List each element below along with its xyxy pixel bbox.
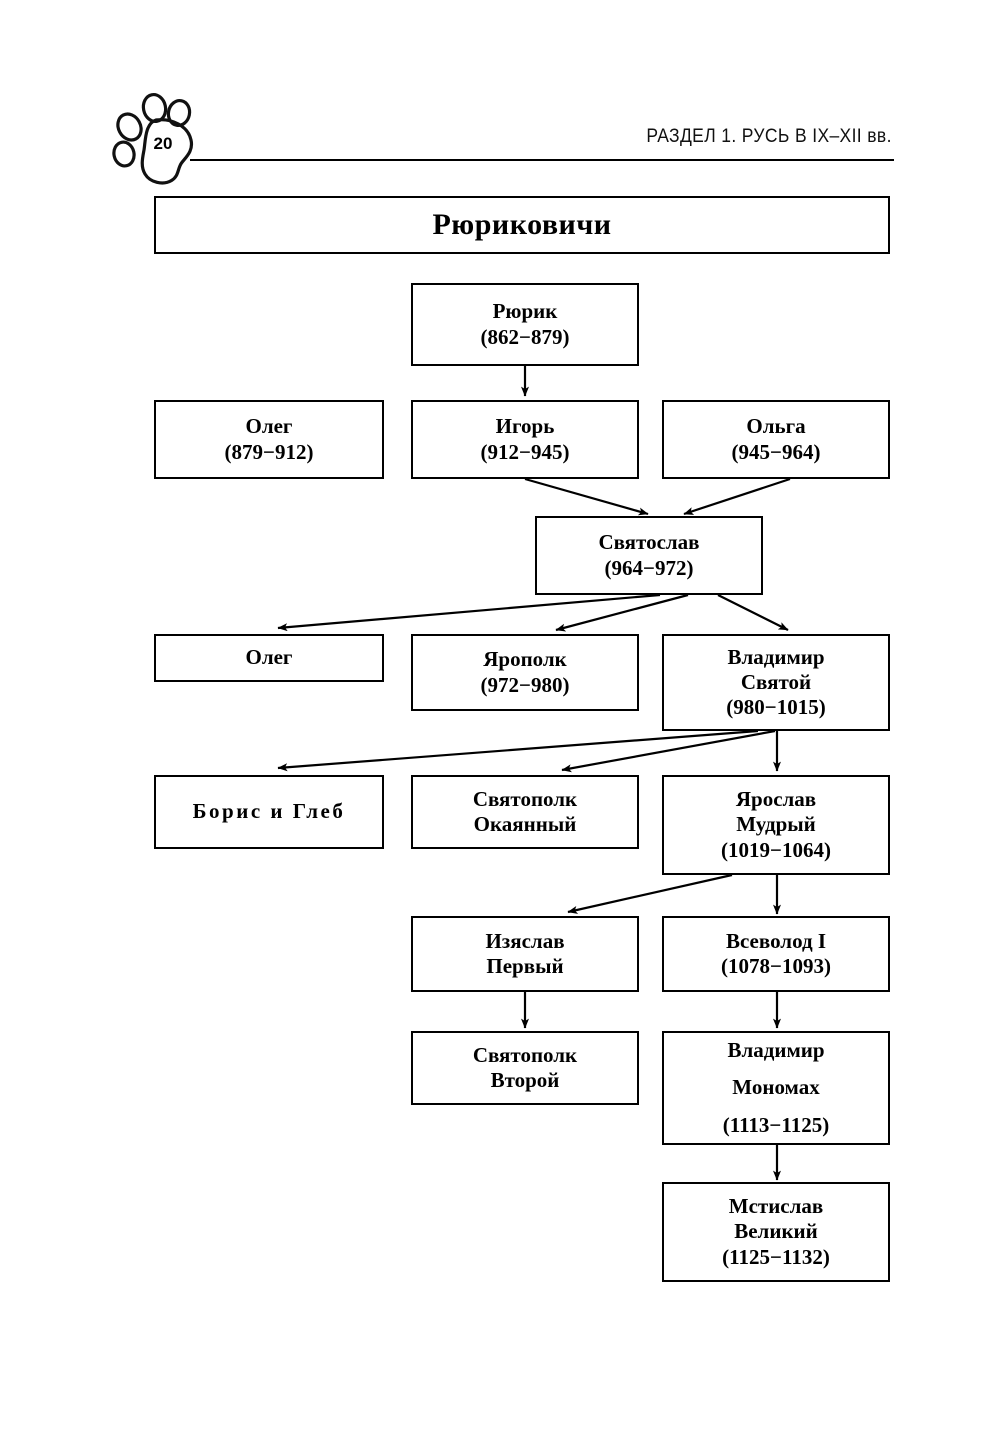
node-line: (945−964) (731, 439, 821, 464)
edge-svyatoslav-yaropolk (555, 593, 689, 632)
node-line: (912−945) (480, 439, 570, 464)
paw-print-icon (112, 92, 194, 185)
node-line: Святослав (598, 530, 700, 555)
node-oleg-879-912[interactable]: Олег (879−912) (154, 400, 384, 479)
edge-svyatoslav-oleg (277, 593, 661, 632)
node-izyaslav-pervy[interactable]: Изяслав Первый (411, 916, 639, 992)
node-line: Первый (486, 954, 564, 978)
node-rurik[interactable]: Рюрик (862−879) (411, 283, 639, 366)
node-line: Рюрик (492, 299, 558, 324)
node-line: Ольга (746, 414, 806, 439)
header-divider (190, 159, 894, 161)
node-yaroslav-mudry[interactable]: Ярослав Мудрый (1019−1064) (662, 775, 890, 875)
section-title: РАЗДЕЛ 1. РУСЬ В IX–XII вв. (646, 126, 892, 147)
node-line: Святополк (472, 1042, 578, 1067)
node-line: (964−972) (604, 555, 694, 580)
node-line: (1125−1132) (722, 1244, 830, 1269)
node-line: Всеволод I (725, 928, 827, 953)
node-yaropolk[interactable]: Ярополк (972−980) (411, 634, 639, 711)
page-header: 20 РАЗДЕЛ 1. РУСЬ В IX–XII вв. (0, 0, 1000, 190)
node-line: Игорь (495, 414, 555, 439)
node-line: Ярополк (483, 647, 567, 672)
node-vladimir-svyatoy[interactable]: Владимир Святой (980−1015) (662, 634, 890, 731)
node-line: Мстислав (728, 1194, 824, 1219)
node-line: Великий (734, 1219, 818, 1244)
node-line: Святой (740, 669, 812, 694)
node-line: (862−879) (480, 324, 570, 349)
node-line: Мономах (732, 1075, 820, 1100)
node-line: (980−1015) (726, 695, 826, 720)
edge-yaroslav-izyaslav (567, 873, 733, 914)
node-line: (1019−1064) (721, 837, 831, 862)
node-vladimir-monomah[interactable]: Владимир Мономах (1113−1125) (662, 1031, 890, 1145)
node-line: Окаянный (473, 812, 577, 836)
node-mstislav-veliky[interactable]: Мстислав Великий (1125−1132) (662, 1182, 890, 1282)
edge-igor-svyatoslav (524, 477, 649, 516)
node-line: Святополк (472, 786, 578, 811)
edge-vladimir-svyatopolk1 (561, 729, 776, 773)
diagram-title-box: Рюриковичи (154, 196, 890, 254)
diagram-title: Рюриковичи (432, 208, 612, 241)
node-line: Олег (245, 414, 293, 439)
node-igor[interactable]: Игорь (912−945) (411, 400, 639, 479)
node-line: Борис и Глеб (192, 799, 346, 824)
node-svyatoslav[interactable]: Святослав (964−972) (535, 516, 763, 595)
node-line: (1113−1125) (722, 1112, 830, 1137)
edge-svyatoslav-vladimir (717, 594, 789, 631)
node-oleg[interactable]: Олег (154, 634, 384, 682)
node-svyatopolk-okayanny[interactable]: Святополк Окаянный (411, 775, 639, 849)
node-svyatopolk-vtoroy[interactable]: Святополк Второй (411, 1031, 639, 1105)
node-boris-i-gleb[interactable]: Борис и Глеб (154, 775, 384, 849)
edge-vladimir-borisgleb (277, 729, 759, 772)
node-line: Второй (490, 1068, 560, 1092)
node-line: (972−980) (480, 672, 570, 697)
node-line: Владимир (727, 1038, 825, 1063)
node-line: Ярослав (735, 787, 817, 812)
node-line: Изяслав (485, 928, 565, 953)
node-line: (1078−1093) (721, 954, 831, 978)
node-line: Мудрый (736, 812, 816, 837)
node-vsevolod-1[interactable]: Всеволод I (1078−1093) (662, 916, 890, 992)
node-line: Олег (245, 645, 293, 670)
node-line: Владимир (727, 644, 825, 669)
node-olga[interactable]: Ольга (945−964) (662, 400, 890, 479)
edge-olga-svyatoslav (683, 477, 791, 516)
node-line: (879−912) (224, 439, 314, 464)
